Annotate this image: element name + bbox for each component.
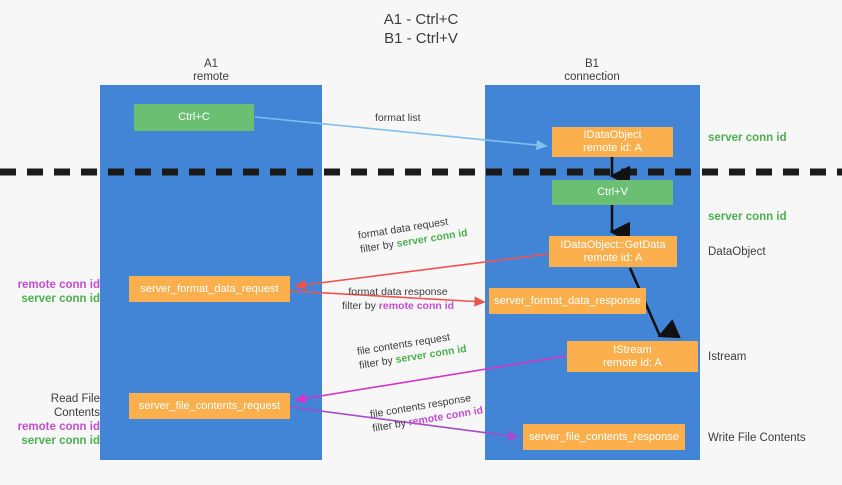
node-idataobject[interactable]: IDataObject remote id: A (552, 127, 673, 157)
node-sfcresp-label: server_file_contents_response (529, 430, 679, 443)
node-istream[interactable]: IStream remote id: A (567, 341, 698, 372)
node-istream-line-1: IStream (613, 343, 652, 356)
page-title: A1 - Ctrl+C B1 - Ctrl+V (0, 10, 842, 48)
node-getdata-line-2: remote id: A (583, 251, 643, 264)
label-istream: Istream (708, 351, 747, 363)
edge-format-list-text: format list (375, 112, 421, 124)
node-ctrl-v[interactable]: Ctrl+V (552, 180, 673, 205)
label-write-file-contents: Write File Contents (708, 432, 806, 444)
node-ctrl-c-label: Ctrl+C (178, 111, 210, 123)
node-sfdreq-label: server_format_data_request (140, 282, 279, 295)
title-line-2: B1 - Ctrl+V (384, 30, 458, 47)
label-remote-conn-id-1: remote conn id (17, 279, 100, 291)
edge-fdresp-title: format data response (348, 286, 448, 298)
node-server-file-contents-response[interactable]: server_file_contents_response (523, 424, 685, 450)
lane-a1-role: remote (193, 71, 229, 83)
node-idataobject-getdata[interactable]: IDataObject::GetData remote id: A (549, 236, 677, 267)
node-sfdresp-label: server_format_data_response (494, 294, 641, 307)
node-server-file-contents-request[interactable]: server_file_contents_request (129, 393, 290, 419)
label-group-left-bottom: Read File Contents remote conn id server… (4, 392, 100, 448)
edge-fdresp-filter: filter by remote conn id (342, 299, 454, 313)
edge-fdresp-filter-target: remote conn id (378, 300, 455, 312)
title-line-1: A1 - Ctrl+C (383, 11, 459, 28)
label-dataobject: DataObject (708, 246, 766, 258)
label-server-conn-id-1: server conn id (21, 293, 100, 305)
node-idataobject-line-2: remote id: A (583, 142, 642, 154)
node-server-format-data-request[interactable]: server_format_data_request (129, 276, 290, 302)
edge-label-format-data-request: format data request filter by server con… (357, 212, 469, 257)
label-server-conn-id-top: server conn id (708, 132, 787, 144)
label-group-left-top: remote conn id server conn id (8, 278, 100, 306)
edge-label-format-list: format list (375, 111, 421, 125)
edge-label-file-contents-response: file contents response filter by remote … (369, 390, 484, 436)
node-server-format-data-response[interactable]: server_format_data_response (489, 288, 646, 314)
label-server-conn-id-2: server conn id (21, 435, 100, 447)
node-idataobject-line-1: IDataObject (583, 129, 642, 141)
edge-label-file-contents-request: file contents request filter by server c… (356, 328, 468, 373)
node-getdata-line-1: IDataObject::GetData (560, 238, 666, 251)
node-istream-line-2: remote id: A (603, 356, 662, 369)
edge-fdresp-filter-prefix: filter by (342, 300, 379, 312)
node-ctrl-c[interactable]: Ctrl+C (134, 104, 254, 131)
lane-a1-name: A1 (203, 58, 219, 70)
label-server-conn-id-mid: server conn id (708, 211, 787, 223)
lane-b1-role: connection (564, 71, 620, 83)
node-sfcreq-label: server_file_contents_request (138, 399, 281, 412)
lane-b1-name: B1 (584, 58, 600, 70)
label-remote-conn-id-2: remote conn id (17, 421, 100, 433)
label-read-file-contents: Read File Contents (50, 393, 100, 419)
lane-header-a1: A1 remote (131, 58, 291, 84)
node-ctrl-v-label: Ctrl+V (597, 186, 628, 198)
lane-header-b1: B1 connection (512, 58, 672, 84)
edge-label-format-data-response: format data response filter by remote co… (342, 285, 454, 313)
